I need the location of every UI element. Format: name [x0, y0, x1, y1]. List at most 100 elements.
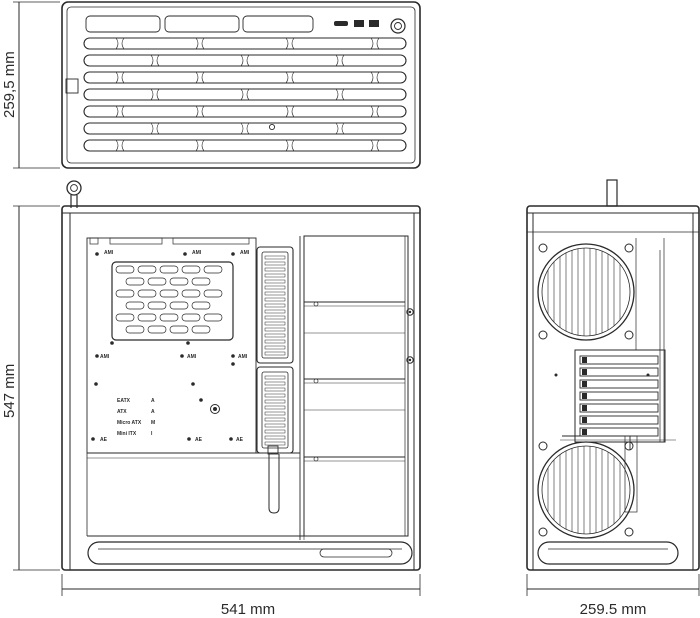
form-factor-code: A — [151, 409, 155, 415]
form-factor-name: Micro ATX — [117, 420, 142, 426]
mount-label-mid-1: AMI — [100, 354, 110, 360]
drive-rail-hole — [313, 378, 319, 384]
fan-bracket-lower — [256, 366, 294, 454]
form-factor-legend: EATX A ATX A Micro ATX M Mini ITX I — [117, 398, 155, 437]
cpu-slot — [137, 289, 157, 298]
cpu-slot — [115, 265, 135, 274]
power-button-icon — [390, 18, 406, 34]
top-vent-slot — [83, 122, 407, 135]
fan-bracket-upper — [256, 246, 294, 364]
psu-shroud — [86, 452, 405, 537]
fan-lower-icon — [537, 441, 635, 539]
mount-label-low-1: AE — [100, 437, 108, 443]
expansion-slot-cover — [579, 355, 659, 365]
standoff-hole — [191, 382, 195, 386]
cpu-slot — [191, 301, 211, 310]
standoff-hole — [199, 398, 203, 402]
cpu-slot — [203, 313, 223, 322]
top-vent-slot — [83, 54, 407, 67]
standoff-hole — [183, 252, 187, 256]
front-foot — [87, 541, 413, 565]
mount-label-top-1: AMI — [104, 250, 114, 256]
form-factor-name: EATX — [117, 398, 131, 404]
drive-rail-hole — [313, 301, 319, 307]
cpu-slot — [137, 313, 157, 322]
fan-upper-icon — [537, 243, 635, 341]
side-top-stub — [606, 179, 618, 207]
top-vent-slot — [83, 105, 407, 118]
cpu-slot — [203, 289, 223, 298]
cpu-slot — [147, 301, 167, 310]
standoff-hole — [231, 362, 235, 366]
expansion-slot-cover — [579, 415, 659, 425]
top-view — [61, 1, 421, 169]
standoff-hole — [231, 252, 235, 256]
cpu-slot — [125, 325, 145, 334]
cpu-slot — [137, 265, 157, 274]
drive-bay-area — [299, 235, 409, 540]
mount-label-mid-3: AMI — [238, 354, 248, 360]
top-vent-slot — [83, 139, 407, 152]
panel-screw — [406, 356, 414, 364]
top-io-panel — [65, 15, 406, 131]
form-factor-code: I — [151, 431, 153, 437]
top-view-inner-frame — [66, 6, 416, 164]
top-screw — [268, 123, 276, 131]
side-foot — [537, 541, 679, 565]
top-vent-slot — [83, 37, 407, 50]
top-vent-slots — [83, 37, 407, 152]
front-view: AMI AMI AMI AMI AMI AMI AE AE AE EATX A … — [61, 180, 421, 571]
cpu-slot — [115, 289, 135, 298]
cpu-slot — [203, 265, 223, 274]
top-vent-slot — [83, 71, 407, 84]
io-port-usbc — [334, 21, 348, 26]
form-factor-name: ATX — [117, 409, 127, 415]
cpu-slot — [169, 277, 189, 286]
width-dimension-label: 259.5 mm — [580, 601, 647, 618]
cpu-cutout — [111, 261, 234, 341]
cpu-slot — [191, 325, 211, 334]
io-port-usb-a-1 — [354, 20, 364, 27]
cpu-slot — [169, 325, 189, 334]
standoff-hole — [95, 354, 99, 358]
cpu-slot — [147, 325, 167, 334]
fan-bracket-grid — [264, 255, 286, 446]
cpu-slot — [159, 313, 179, 322]
expansion-slot-cover — [579, 367, 659, 377]
expansion-slot-cover — [579, 391, 659, 401]
cpu-slot — [181, 313, 201, 322]
standoff-hole — [187, 437, 191, 441]
standoff-hole — [180, 354, 184, 358]
dimension-width: 259.5 mm — [526, 574, 700, 618]
front-inner-frame — [69, 212, 415, 571]
side-view — [526, 179, 700, 571]
standoff-hole — [231, 354, 235, 358]
mount-label-top-2: AMI — [192, 250, 202, 256]
handle-icon — [66, 180, 82, 208]
mount-label-low-3: AE — [236, 437, 244, 443]
cpu-slot — [169, 301, 189, 310]
cpu-slot — [181, 265, 201, 274]
top-view-frame — [61, 1, 421, 169]
standoff-hole — [186, 341, 190, 345]
dimension-height: 547 mm — [1, 205, 60, 571]
panel-screw — [406, 308, 414, 316]
drive-rail-hole — [313, 456, 319, 462]
form-factor-code: A — [151, 398, 155, 404]
mount-label-top-3: AMI — [240, 250, 250, 256]
cpu-slot — [159, 265, 179, 274]
dimension-depth: 259,5 mm — [1, 1, 60, 169]
drive-bay-rails — [304, 301, 405, 462]
cpu-cutout-slots — [115, 265, 223, 334]
top-vent-slot — [83, 88, 407, 101]
cable-icon — [267, 445, 280, 514]
motherboard-tray — [86, 237, 257, 454]
cpu-slot — [147, 277, 167, 286]
cpu-slot — [125, 301, 145, 310]
dimension-length: 541 mm — [61, 574, 421, 618]
form-factor-name: Mini ITX — [117, 431, 137, 437]
standoff-hole — [95, 252, 99, 256]
io-port-usb-a-2 — [369, 20, 379, 27]
cpu-slot — [191, 277, 211, 286]
cpu-slot — [115, 313, 135, 322]
